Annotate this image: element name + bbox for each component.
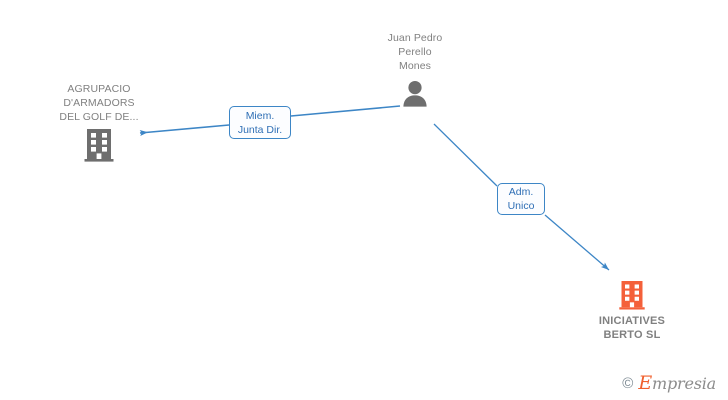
node-person-label: Juan Pedro Perello Mones	[387, 32, 443, 72]
node-agrupacio-label: AGRUPACIO D'ARMADORS DEL GOLF DE...	[59, 83, 139, 123]
edge-label-miembro-junta-directiva[interactable]: Miem. Junta Dir.	[229, 106, 291, 139]
person-icon[interactable]	[400, 79, 430, 109]
node-iniciatives-berto-sl[interactable]: INICIATIVES BERTO SL	[557, 280, 707, 342]
empresia-logo-initial: E	[638, 372, 652, 394]
empresia-logo: Empresia	[638, 372, 716, 394]
node-agrupacio-darmadors[interactable]: AGRUPACIO D'ARMADORS DEL GOLF DE...	[24, 82, 174, 162]
node-person[interactable]: Juan Pedro Perello Mones	[340, 31, 490, 109]
copyright-icon: ©	[622, 375, 634, 392]
node-iniciatives-label: INICIATIVES BERTO SL	[598, 315, 666, 341]
empresia-watermark: © Empresia	[622, 372, 716, 394]
edge-label-administrador-unico[interactable]: Adm. Unico	[497, 183, 545, 215]
empresia-logo-text: mpresia	[652, 374, 716, 393]
edge-person-to-agrupacio	[139, 105, 401, 136]
building-icon[interactable]	[83, 128, 115, 162]
building-icon[interactable]	[618, 280, 646, 310]
edge-person-to-iniciatives	[433, 123, 610, 271]
